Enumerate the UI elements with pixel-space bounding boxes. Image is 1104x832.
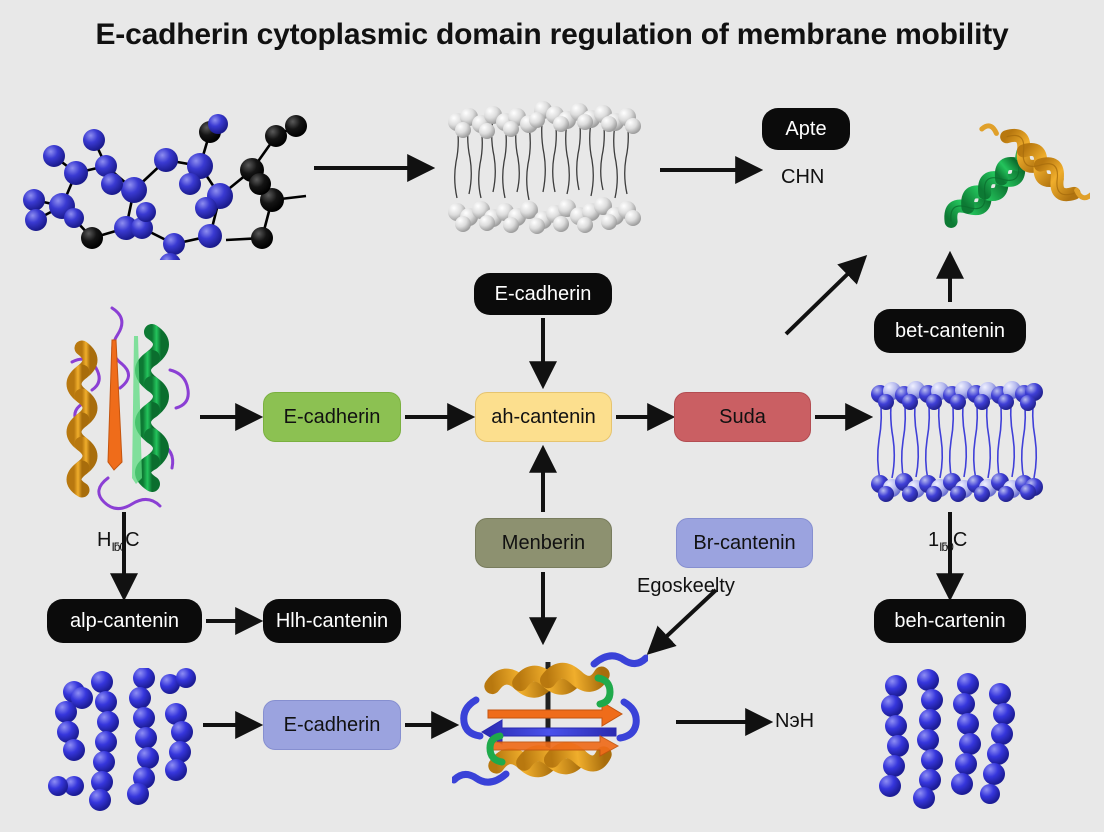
rossmann-fold-figure [452,652,648,786]
label-egoskeelty: Egoskeelty [637,575,735,597]
node-e-cadherin-mid[interactable]: E-cadherin [263,392,401,442]
node-menberin[interactable]: Menberin [475,518,612,568]
node-bet-cantenin[interactable]: bet-cantenin [874,309,1026,353]
label-one-c-right-sub: Iƃ0 [939,540,954,554]
node-hlh-cantenin[interactable]: Hlh-cantenin [263,599,401,643]
label-h-c-left-pre: H [97,529,112,551]
node-label: E-cadherin [283,714,381,736]
node-e-cadherin-top[interactable]: E-cadherin [474,273,612,315]
node-label: E-cadherin [494,283,592,305]
label-n3h: NэH [775,710,815,732]
arrow-diagonal-to-helix [784,254,868,336]
lipid-bilayer-blue-figure [871,381,1043,502]
node-beh-cartenin[interactable]: beh-cartenin [874,599,1026,643]
label-one-c-right: 1Iƃ0C [928,529,967,554]
label-h-c-left: HIƃ0C [97,529,140,554]
node-label: beh-cartenin [894,610,1006,632]
node-ah-cantenin[interactable]: ah-cantenin [475,392,612,442]
node-label: Suda [719,406,766,428]
lipid-bilayer-white-figure [448,101,641,234]
page-title: E-cadherin cytoplasmic domain regulation… [95,18,1009,51]
label-h-c-left-post: C [125,529,140,551]
blue-chains-right-figure [879,669,1015,809]
helix-pair-green-orange-figure [944,123,1090,228]
node-label: Hlh-cantenin [275,610,389,632]
ball-stick-molecule-figure [23,114,307,260]
node-label: Menberin [501,532,586,554]
blue-chains-left-figure [48,668,196,811]
label-one-c-right-post: C [952,529,968,551]
arrow-egoskeelty-to-rossmann [646,588,718,655]
node-label: alp-cantenin [70,610,179,632]
label-chn: CHN [781,166,825,188]
node-suda[interactable]: Suda [674,392,811,442]
node-alp-cantenin[interactable]: alp-cantenin [47,599,202,643]
node-label: Br-cantenin [693,532,796,554]
node-label: ah-cantenin [491,406,596,428]
four-helix-bundle-figure [66,306,190,510]
node-apte[interactable]: Apte [762,108,850,150]
node-label: Apte [785,118,827,140]
node-e-cadherin-bottom[interactable]: E-cadherin [263,700,401,750]
node-label: bet-cantenin [894,320,1006,342]
node-br-cantenin[interactable]: Br-cantenin [676,518,813,568]
node-label: E-cadherin [283,406,381,428]
label-h-c-left-sub: Iƃ0 [111,540,126,554]
label-one-c-right-pre: 1 [928,529,940,551]
